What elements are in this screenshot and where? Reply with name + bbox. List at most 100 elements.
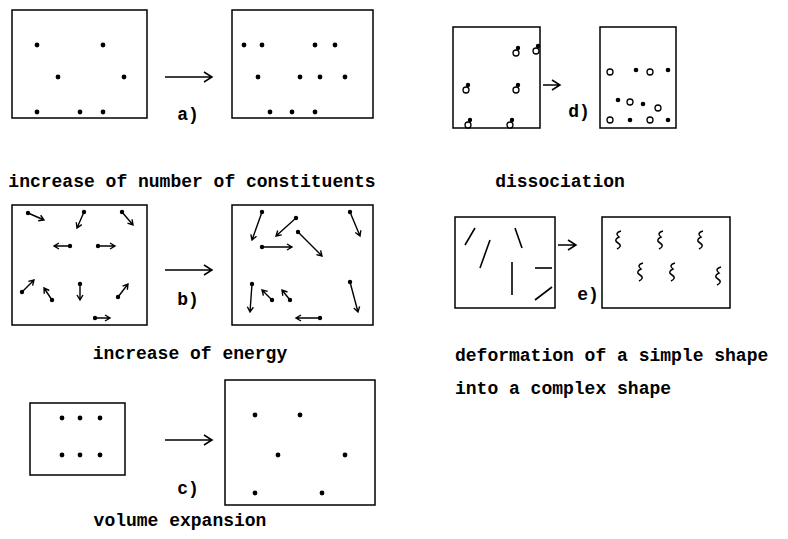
atom-open [513,87,519,93]
velocity-arrow [298,232,322,256]
atom-open [607,69,613,75]
particle-dot [313,43,318,48]
particle-dot [78,110,83,115]
panel-caption: volume expansion [94,511,267,533]
panel-letter: c) [177,479,199,501]
particle-dot [318,316,322,320]
velocity-arrow [77,284,83,300]
transition-arrow [165,72,212,82]
particle-dot [260,43,265,48]
panel-box [12,10,147,118]
particle-dot [20,290,24,294]
velocity-arrow [276,218,296,236]
panel-box [455,217,555,308]
particle-dot [96,244,100,248]
particle-dot [50,298,54,302]
atom-filled [516,46,520,50]
particle-dot [260,245,264,249]
particle-dot [82,210,86,214]
particle-dot [35,110,40,115]
particle-dot [253,413,258,418]
panel-box [453,27,540,128]
atom-open [627,99,633,105]
atom-open [647,117,653,123]
particle-dot [122,75,127,80]
transition-arrow [165,435,212,445]
particle-dot [253,491,258,496]
panel-box [602,217,730,308]
panel-caption: increase of number of constituents [8,172,375,194]
particle-dot [78,282,82,286]
panel-letter: a) [177,105,199,127]
velocity-arrow [76,212,84,228]
particle-dot [288,298,292,302]
atom-filled [641,102,646,107]
panel-box [232,205,373,325]
atom-filled [468,118,472,122]
simple-rod [535,287,552,300]
particle-dot [296,230,300,234]
panel-caption: dissociation [495,172,625,194]
particle-dot [268,110,273,115]
velocity-arrow [122,212,133,225]
atom-open [465,122,471,128]
velocity-arrow [296,315,320,321]
complex-shape [638,263,643,281]
particle-dot [313,110,318,115]
panel-box [600,27,676,128]
particle-dot [260,210,264,214]
particle-dot [256,75,261,80]
particle-dot [298,75,303,80]
atom-filled [666,68,671,73]
transition-arrow [543,80,560,90]
atom-filled [516,83,520,87]
particle-dot [270,298,274,302]
atom-filled [510,118,514,122]
panel-caption: increase of energy [93,344,287,366]
particle-dot [78,453,83,458]
velocity-arrow [118,284,128,297]
complex-shape [670,263,675,281]
atom-open [607,117,613,123]
particle-dot [116,295,120,299]
particle-dot [101,110,106,115]
particle-dot [343,453,348,458]
particle-dot [343,75,348,80]
atom-open [533,48,539,54]
particle-dot [98,416,103,421]
velocity-arrow [54,243,70,249]
particle-dot [348,280,352,284]
velocity-arrow [28,213,44,221]
particle-dot [250,282,254,286]
simple-rod [535,267,552,269]
particle-dot [298,413,303,418]
particle-dot [101,43,106,48]
simple-rod [511,262,513,295]
particle-dot [120,210,124,214]
particle-dot [320,491,325,496]
particle-dot [98,453,103,458]
velocity-arrow [22,280,34,292]
particle-dot [26,211,30,215]
particle-dot [56,75,61,80]
velocity-arrow [95,315,110,321]
panel-letter: b) [177,290,199,312]
particle-dot [276,453,281,458]
atom-open [463,87,469,93]
panel-box [12,205,147,325]
complex-shape [716,267,721,285]
particle-dot [290,110,295,115]
particle-dot [60,453,65,458]
particle-dot [348,210,352,214]
particle-dot [333,43,338,48]
atom-filled [666,118,671,123]
simple-rod [515,228,522,248]
transition-arrow [165,265,212,275]
particle-dot [35,43,40,48]
transition-arrow [558,240,576,250]
particle-dot [68,244,72,248]
atom-open [507,122,513,128]
atom-filled [628,118,633,123]
complex-shape [658,231,663,249]
